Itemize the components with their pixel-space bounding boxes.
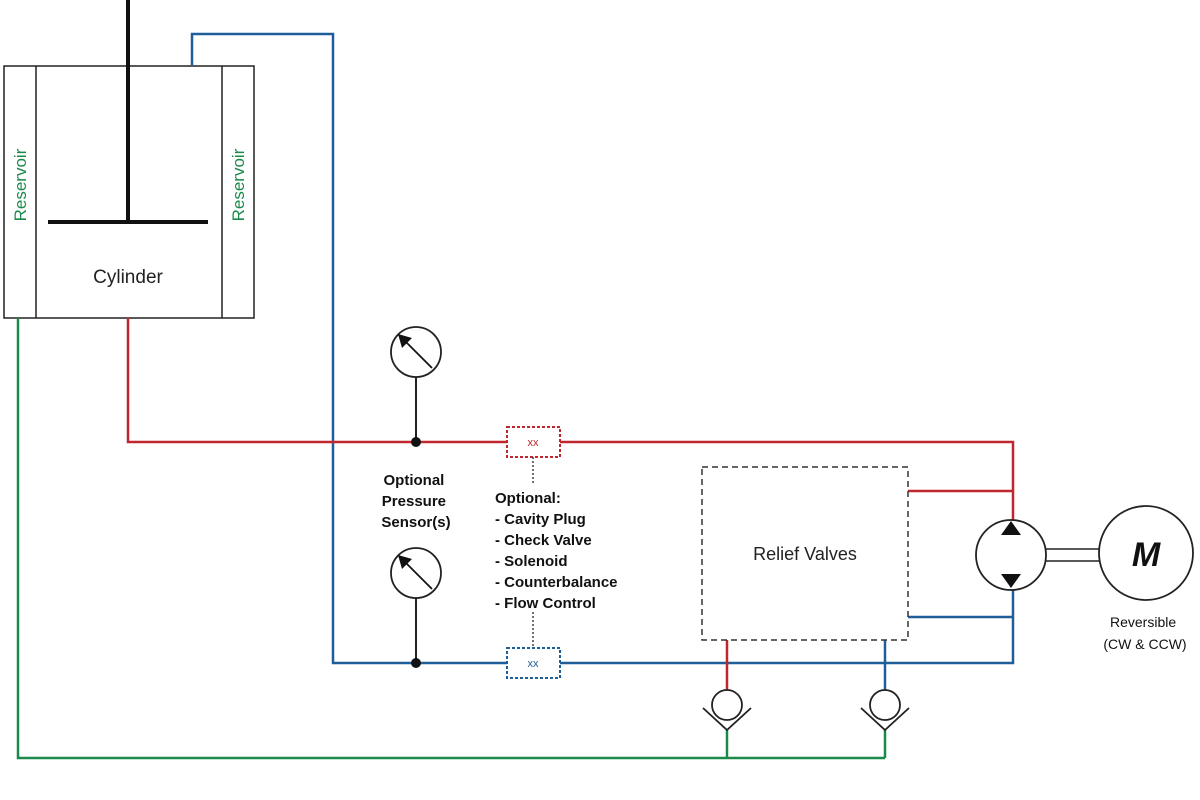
optional-item: - Check Valve (495, 532, 592, 549)
return-line-upper (190, 32, 507, 665)
motor-body (1098, 505, 1194, 601)
pressure-line-main (560, 440, 1015, 521)
optional-item: - Flow Control (495, 595, 596, 612)
optional-item: - Counterbalance (495, 574, 618, 591)
return-lines (190, 32, 1015, 690)
motor-caption-line-2: (CW & CCW) (1103, 636, 1186, 652)
reservoir-return-line (16, 318, 885, 760)
optional-title: Optional: (495, 490, 561, 507)
pump-arrow-down-icon (1001, 574, 1021, 588)
motor-caption: Reversible (CW & CCW) (1103, 614, 1186, 652)
cylinder-assembly: Cylinder Reservoir Reservoir (3, 0, 255, 319)
check-valve-left-ball (711, 689, 743, 721)
pressure-sensor-line-3: Sensor(s) (381, 514, 450, 531)
cartridge-top-code: xx (528, 437, 540, 449)
gauge-bottom-needle (403, 560, 433, 590)
check-valve-right-seat-icon (860, 707, 910, 732)
return-line-main (560, 588, 1015, 665)
cartridge-top-box (506, 426, 561, 458)
electric-motor: M (1098, 505, 1194, 601)
check-valve-left-seat-icon (702, 707, 752, 732)
check-valve-right-ball (869, 689, 901, 721)
pressure-sensor-label: Optional Pressure Sensor(s) (381, 472, 450, 531)
relief-valves-label: Relief Valves (753, 544, 857, 564)
junction-dot-top (411, 437, 421, 447)
optional-options-list: Optional: - Cavity Plug - Check Valve - … (495, 490, 622, 612)
pump-body (975, 519, 1047, 591)
pressure-sensor-line-2: Pressure (382, 493, 446, 510)
gauge-top-needle (403, 339, 433, 369)
cartridge-cavity-bottom: xx (506, 647, 561, 679)
junction-dot-bottom (411, 658, 421, 668)
pressure-sensor-line-1: Optional (384, 472, 445, 489)
motor-caption-line-1: Reversible (1110, 614, 1176, 630)
optional-item: - Solenoid (495, 553, 568, 570)
gauge-top-needle-arrow-icon (398, 334, 412, 348)
gauge-bottom-needle-arrow-icon (398, 555, 412, 569)
pressure-lines (126, 318, 1015, 690)
pressure-gauge-bottom (390, 547, 442, 668)
cartridge-bottom-code: xx (528, 658, 540, 670)
pump-arrow-up-icon (1001, 521, 1021, 535)
check-valve-right (860, 689, 910, 732)
reversible-pump (975, 519, 1100, 591)
pressure-line-cylinder (126, 318, 507, 444)
motor-letter: M (1132, 536, 1161, 574)
cylinder-label: Cylinder (93, 267, 163, 288)
reservoir-left-label: Reservoir (11, 148, 30, 221)
relief-valves-block: Relief Valves (701, 466, 909, 641)
reservoir-lines (16, 318, 887, 760)
check-valve-left (702, 689, 752, 732)
reservoir-right-label: Reservoir (229, 148, 248, 221)
optional-item: - Cavity Plug (495, 511, 586, 528)
cartridge-bottom-box (506, 647, 561, 679)
relief-valves-box (701, 466, 909, 641)
cartridge-cavity-top: xx (506, 426, 561, 458)
pressure-gauge-top (390, 326, 442, 447)
